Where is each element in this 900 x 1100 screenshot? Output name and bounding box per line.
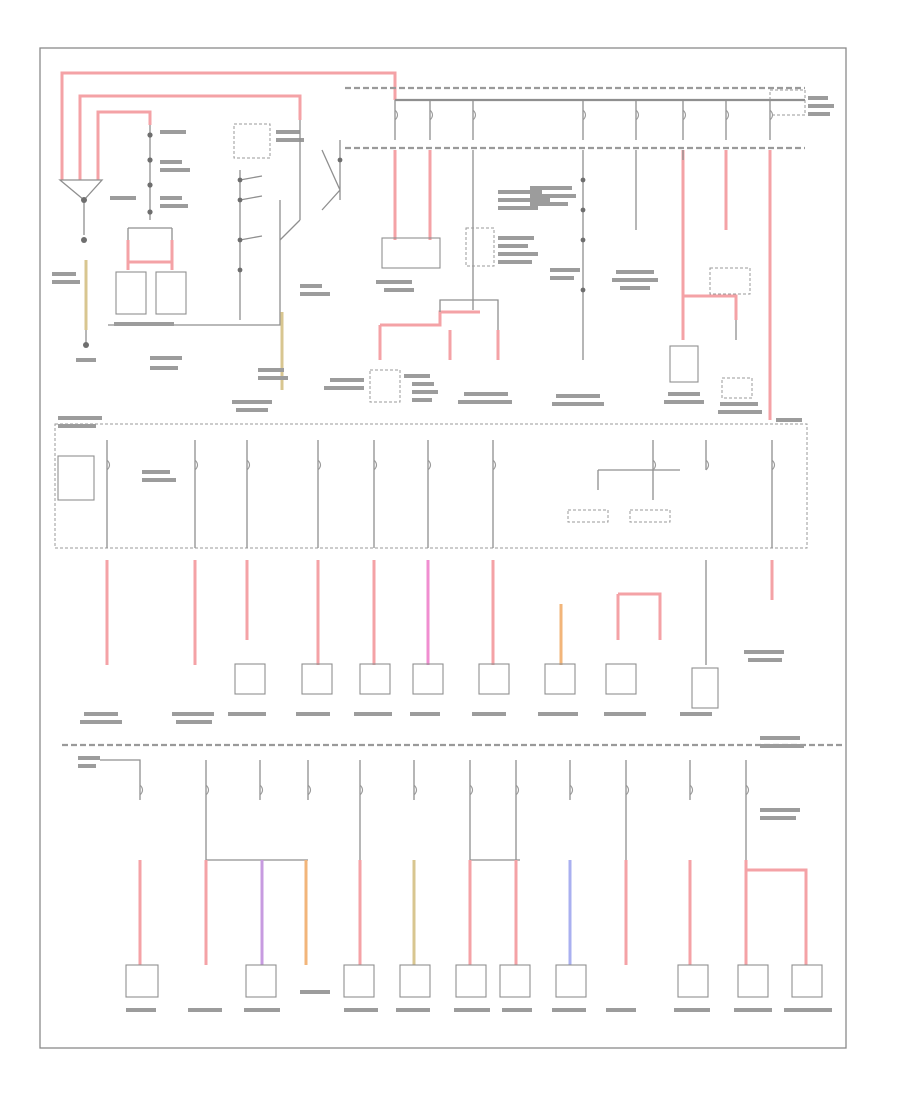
middle-branch-wires	[80, 560, 784, 724]
passenger-fuse-box	[54, 416, 808, 549]
radiator-fan-motor-left	[669, 345, 699, 383]
starter-solenoid	[155, 271, 187, 315]
bottom-branch-wires	[125, 860, 832, 1012]
bottom-fuse-bus	[62, 736, 845, 861]
ignition-switch	[232, 120, 343, 412]
underhood-fuse-box	[345, 86, 834, 150]
radiator-fan-motor-right	[721, 377, 753, 399]
diagram-frame	[39, 47, 847, 1049]
battery-circuit	[52, 71, 397, 362]
starter-motor	[115, 271, 147, 315]
starter-circuit	[108, 125, 281, 370]
cooling-fan-relay	[709, 267, 751, 295]
top-branch-wires	[324, 150, 772, 420]
engine-control-module	[381, 237, 441, 269]
